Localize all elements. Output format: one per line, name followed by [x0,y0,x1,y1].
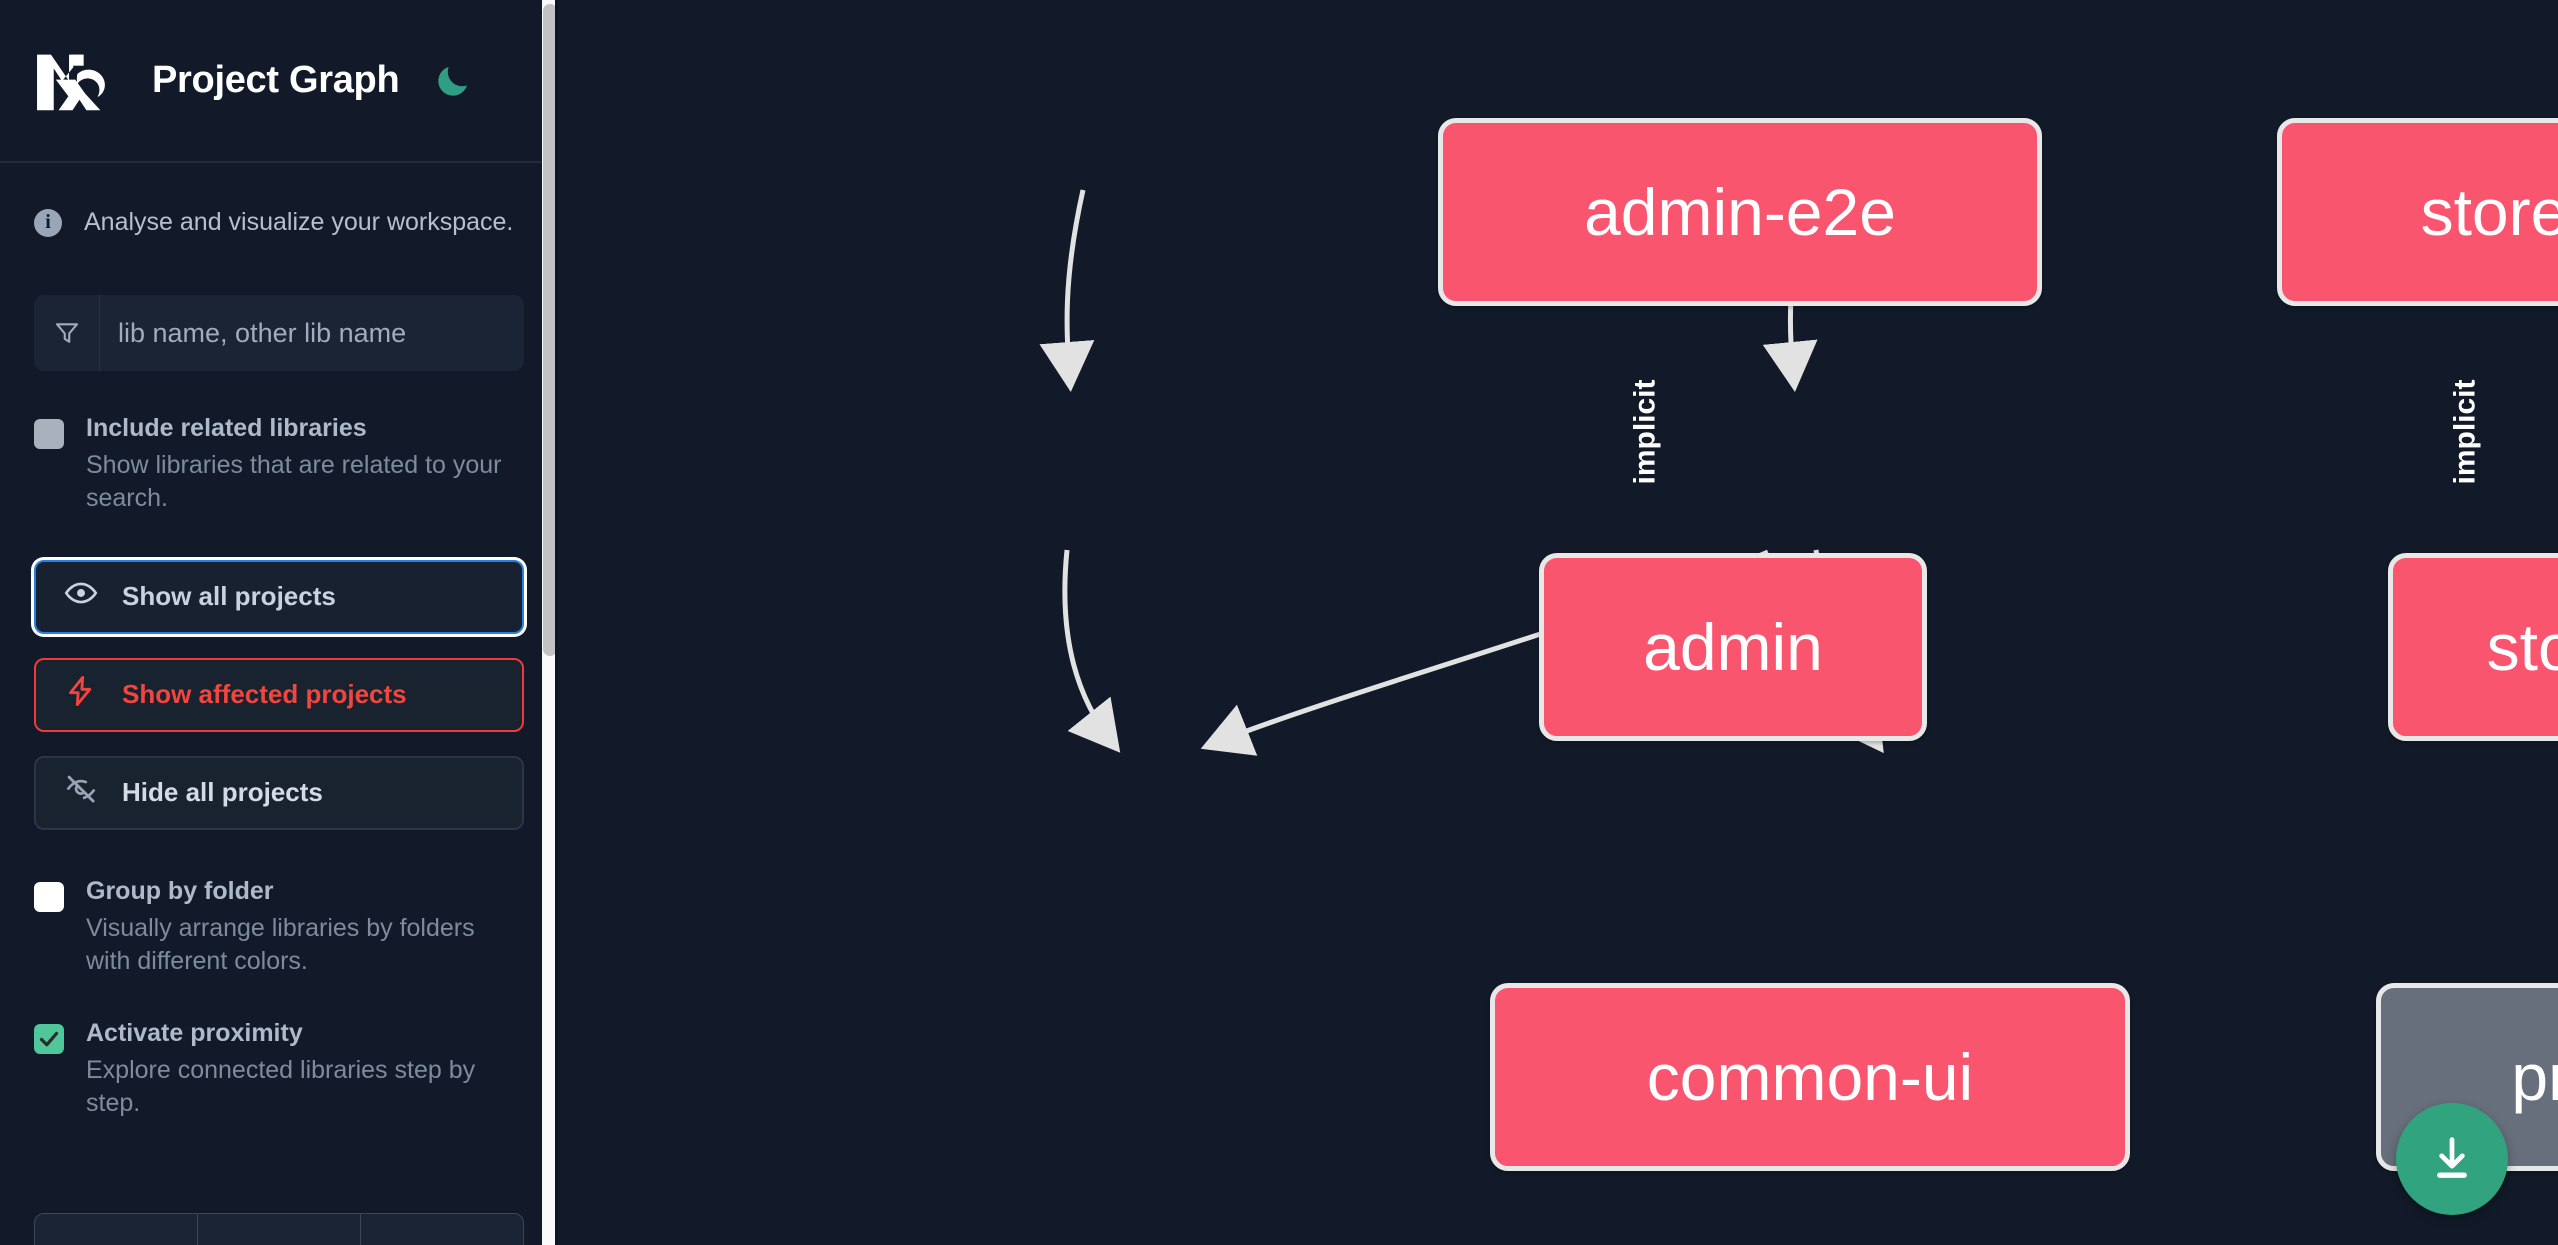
edge-admin-e2e-to-admin [1039,189,1095,392]
check-icon [39,1031,59,1047]
sidebar-header: Project Graph [0,0,558,162]
sidebar-edge [555,0,558,1245]
proximity-segmented-control[interactable] [34,1213,524,1245]
proximity-seg-1[interactable] [35,1214,198,1245]
activate-proximity-label: Activate proximity [86,1019,303,1047]
lightning-icon [64,674,98,715]
activate-proximity-checkbox[interactable] [34,1024,64,1054]
edge-label-store-e2e-to-store: implicit [2448,379,2482,485]
sidebar-scrollbar[interactable] [542,0,558,1245]
activate-proximity-description: Explore connected libraries step by step… [86,1056,476,1118]
search-input[interactable] [100,295,524,371]
group-by-folder-checkbox[interactable] [34,881,64,912]
sidebar: Project Graph i Analyse and visualize yo… [0,0,558,1245]
sidebar-body: i Analyse and visualize your workspace. … [0,162,558,1121]
graph-node-common-ui[interactable]: common-ui [1490,983,2130,1171]
show-affected-projects-button[interactable]: Show affected projects [34,657,524,732]
show-affected-projects-label: Show affected projects [122,679,407,709]
edge-label-admin-e2e-to-admin: implicit [1628,379,1662,485]
show-all-projects-button[interactable]: Show all projects [34,559,524,634]
option-include-related-libraries[interactable]: Include related libraries Show libraries… [34,413,524,516]
search-bar[interactable] [34,295,524,371]
moon-icon[interactable] [431,59,475,103]
eye-icon [64,576,98,617]
workspace-info: i Analyse and visualize your workspace. [34,162,524,249]
group-by-folder-label: Group by folder [86,876,274,905]
option-activate-proximity[interactable]: Activate proximity Explore connected lib… [34,1018,524,1121]
option-group-by-folder[interactable]: Group by folder Visually arrange librari… [34,876,524,979]
workspace-info-text: Analyse and visualize your workspace. [84,208,514,236]
hide-all-projects-button[interactable]: Hide all projects [34,755,524,830]
visibility-button-group: Show all projects Show affected projects [34,559,524,830]
download-graph-button[interactable] [2396,1103,2508,1215]
graph-node-store[interactable]: store [2388,553,2558,741]
show-all-projects-label: Show all projects [122,581,336,611]
include-related-libraries-description: Show libraries that are related to your … [86,451,502,513]
proximity-seg-2[interactable] [198,1214,361,1245]
graph-node-admin[interactable]: admin [1539,553,1927,741]
graph-node-products[interactable]: products [2376,983,2558,1171]
filter-icon [34,295,100,371]
eye-slash-icon [64,772,98,813]
graph-node-store-e2e[interactable]: store-e2e [2277,118,2558,306]
edge-admin-to-common-ui [1062,549,1121,753]
page-title: Project Graph [152,59,400,101]
graph-canvas[interactable]: admin-e2e store-e2e admin store common-u… [558,0,2558,1245]
proximity-seg-3[interactable] [361,1214,523,1245]
nx-logo [34,49,118,113]
include-related-libraries-label: Include related libraries [86,414,367,442]
hide-all-projects-label: Hide all projects [122,777,323,807]
group-by-folder-description: Visually arrange libraries by folders wi… [86,913,475,975]
sidebar-scrollbar-thumb[interactable] [543,4,557,656]
info-icon: i [34,208,62,237]
download-icon [2437,1137,2467,1178]
include-related-libraries-checkbox[interactable] [34,419,64,449]
graph-node-admin-e2e[interactable]: admin-e2e [1438,118,2042,306]
